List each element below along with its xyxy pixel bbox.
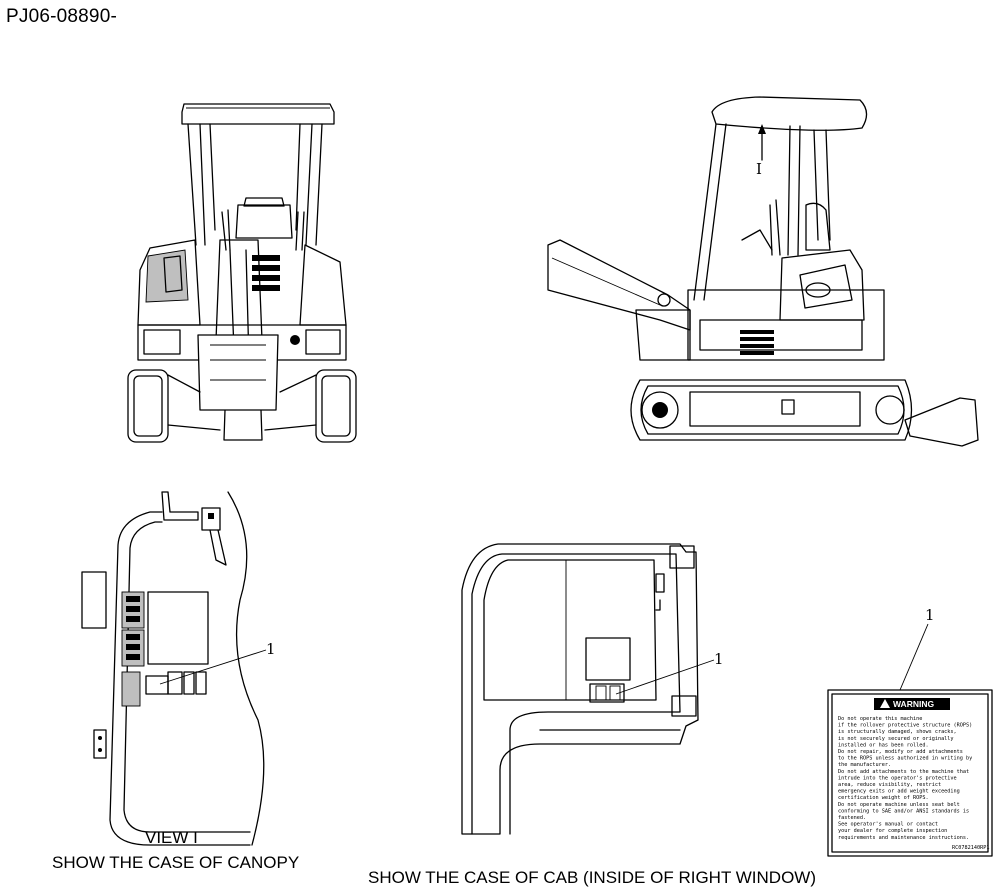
warning-text-line: installed or has been rolled. bbox=[838, 742, 929, 748]
warning-text-line: emergency exits or add weight exceeding bbox=[838, 789, 960, 795]
callout-canopy: 1 bbox=[266, 640, 276, 658]
warning-text-line: is structurally damaged, shows cracks, bbox=[838, 729, 957, 735]
warning-label-detail: 1 WARNING Do not operate this machineif … bbox=[827, 606, 993, 857]
cab-view-detail: 1 bbox=[461, 543, 724, 835]
warning-text-line: to the ROPS unless authorized in writing… bbox=[838, 756, 972, 762]
warning-text-line: area, reduce visibility, restrict bbox=[838, 782, 941, 788]
warning-text-line: your dealer for complete inspection bbox=[838, 828, 947, 834]
cab-caption: SHOW THE CASE OF CAB (INSIDE OF RIGHT WI… bbox=[368, 868, 816, 887]
warning-text-line: conforming to SAE and/or ANSI standards … bbox=[838, 808, 969, 814]
warning-text-line: Do not operate this machine bbox=[838, 716, 922, 722]
warning-text-line: Do not operate machine unless seat belt bbox=[838, 802, 960, 808]
warning-text-line: certification weight of ROPS. bbox=[838, 795, 929, 801]
view-label: VIEW I bbox=[145, 828, 198, 847]
warning-text-line: See operator's manual or contact bbox=[838, 822, 938, 828]
callout-label: 1 bbox=[925, 606, 935, 624]
document-id: PJ06-08890- bbox=[6, 6, 117, 27]
warning-text-line: Do not repair, modify or add attachments bbox=[838, 749, 963, 755]
side-view-excavator: I bbox=[547, 96, 979, 447]
canopy-caption: SHOW THE CASE OF CANOPY bbox=[52, 853, 300, 872]
warning-text-line: if the rollover protective structure (RO… bbox=[838, 723, 972, 729]
warning-part-number: RC0782140RP1 bbox=[952, 845, 989, 851]
callout-cab: 1 bbox=[714, 650, 724, 668]
warning-text-line: intrude into the operator's protective bbox=[838, 775, 957, 781]
warning-heading: WARNING bbox=[893, 699, 934, 709]
warning-text-line: requirements and maintenance instruction… bbox=[838, 835, 969, 841]
warning-text-line: is not securely secured or originally bbox=[838, 736, 954, 742]
front-view-excavator bbox=[127, 103, 357, 443]
view-arrow-label: I bbox=[756, 160, 762, 178]
warning-text-line: Do not add attachments to the machine th… bbox=[838, 769, 969, 775]
warning-text-line: fastened. bbox=[838, 815, 866, 821]
canopy-view-detail: 1 bbox=[81, 491, 276, 846]
warning-text-line: the manufacturer. bbox=[838, 762, 891, 768]
